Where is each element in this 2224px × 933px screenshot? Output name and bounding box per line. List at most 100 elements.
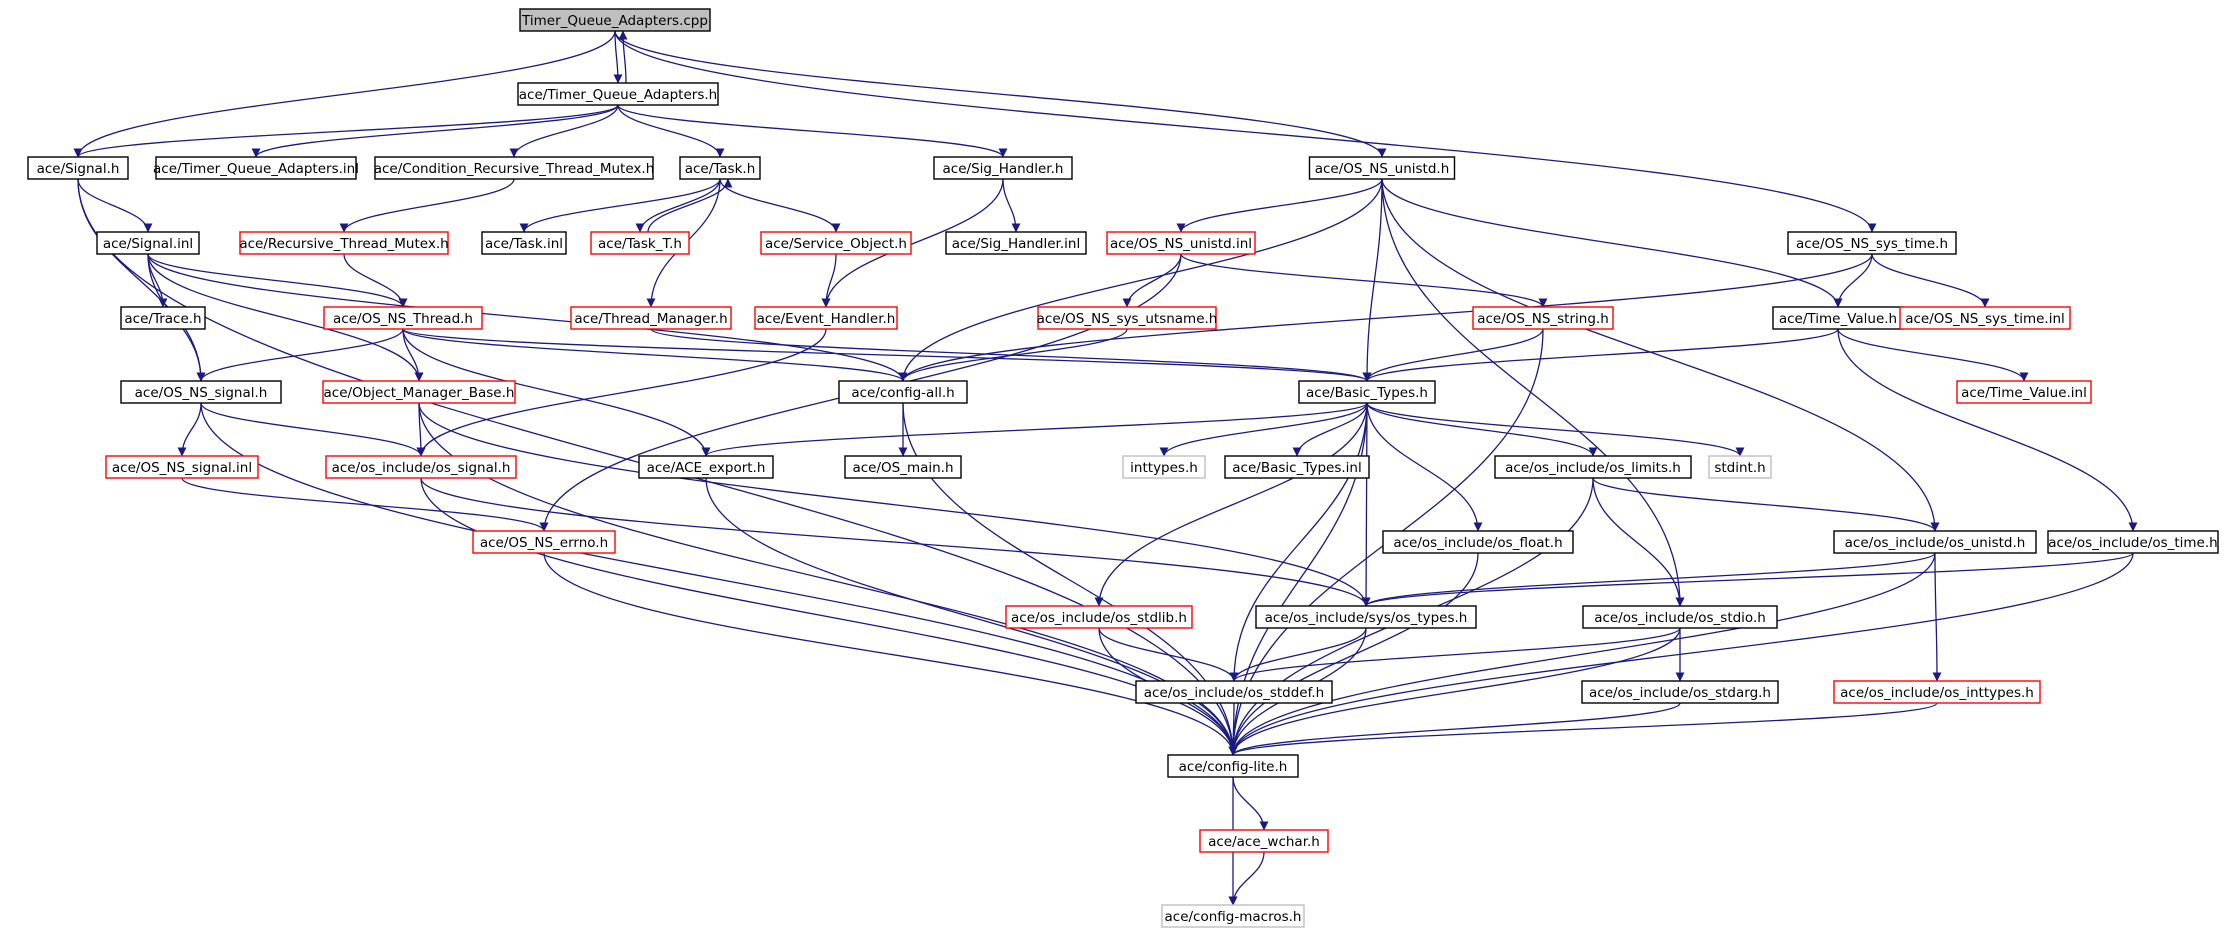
node-osnsunistd_inl[interactable]: ace/OS_NS_unistd.inl <box>1106 231 1256 255</box>
node-box-osnssystime_h[interactable] <box>1787 231 1957 255</box>
node-osstdio_h[interactable]: ace/os_include/os_stdio.h <box>1582 605 1778 629</box>
node-task_inl[interactable]: ace/Task.inl <box>481 231 567 255</box>
node-sighandler_inl[interactable]: ace/Sig_Handler.inl <box>945 231 1087 255</box>
node-box-ossignal_h[interactable] <box>325 455 517 479</box>
node-tqa_h[interactable]: ace/Timer_Queue_Adapters.h <box>517 82 719 106</box>
node-osnssysutsname_h[interactable]: ace/OS_NS_sys_utsname.h <box>1037 306 1218 330</box>
node-box-sighandler_inl[interactable] <box>945 231 1087 255</box>
node-box-ostime_h[interactable] <box>2047 530 2219 554</box>
node-acewchar_h[interactable]: ace/ace_wchar.h <box>1199 829 1329 853</box>
node-osnserrno_h[interactable]: ace/OS_NS_errno.h <box>472 530 616 554</box>
node-osnsthread_h[interactable]: ace/OS_NS_Thread.h <box>323 306 483 330</box>
node-box-rtm_h[interactable] <box>239 231 449 255</box>
node-stdint_h[interactable]: stdint.h <box>1708 455 1772 479</box>
node-box-task_t_h[interactable] <box>590 231 690 255</box>
node-box-crtm_h[interactable] <box>374 156 654 180</box>
node-oslimits_h[interactable]: ace/os_include/os_limits.h <box>1494 455 1692 479</box>
node-box-osstddef_h[interactable] <box>1135 680 1333 704</box>
node-root[interactable]: Timer_Queue_Adapters.cpp <box>519 8 711 32</box>
node-box-basictypes_inl[interactable] <box>1224 455 1370 479</box>
node-trace_h[interactable]: ace/Trace.h <box>120 306 206 330</box>
node-timevalue_inl[interactable]: ace/Time_Value.inl <box>1956 380 2092 404</box>
node-box-osnssystime_inl[interactable] <box>1899 306 2071 330</box>
node-box-inttypes_h[interactable] <box>1122 455 1206 479</box>
node-box-svcobj_h[interactable] <box>760 231 912 255</box>
node-timevalue_h[interactable]: ace/Time_Value.h <box>1772 306 1904 330</box>
node-box-osunistd_h[interactable] <box>1833 530 2037 554</box>
node-box-osnssysutsname_h[interactable] <box>1037 306 1217 330</box>
node-box-osstdio_h[interactable] <box>1582 605 1778 629</box>
node-ossignal_h[interactable]: ace/os_include/os_signal.h <box>325 455 517 479</box>
node-inttypes_h[interactable]: inttypes.h <box>1122 455 1206 479</box>
node-box-configall_h[interactable] <box>838 380 968 404</box>
node-signal_h[interactable]: ace/Signal.h <box>27 156 129 180</box>
node-box-osfloat_h[interactable] <box>1382 530 1574 554</box>
node-box-osnsthread_h[interactable] <box>323 306 483 330</box>
node-basictypes_h[interactable]: ace/Basic_Types.h <box>1298 380 1436 404</box>
node-osnssignal_inl[interactable]: ace/OS_NS_signal.inl <box>105 455 259 479</box>
node-osnssignal_h[interactable]: ace/OS_NS_signal.h <box>120 380 282 404</box>
node-rtm_h[interactable]: ace/Recursive_Thread_Mutex.h <box>239 231 449 255</box>
node-svcobj_h[interactable]: ace/Service_Object.h <box>760 231 912 255</box>
node-box-objmgrbase_h[interactable] <box>322 380 516 404</box>
node-box-osnserrno_h[interactable] <box>472 530 616 554</box>
node-basictypes_inl[interactable]: ace/Basic_Types.inl <box>1224 455 1370 479</box>
node-tqa_inl[interactable]: ace/Timer_Queue_Adapters.inl <box>153 156 359 180</box>
node-signal_inl[interactable]: ace/Signal.inl <box>96 231 200 255</box>
node-systypes_h[interactable]: ace/os_include/sys/os_types.h <box>1255 605 1477 629</box>
node-configmacros_h[interactable]: ace/config-macros.h <box>1161 904 1305 928</box>
node-box-osnsstring_h[interactable] <box>1472 306 1614 330</box>
node-box-configmacros_h[interactable] <box>1161 904 1305 928</box>
node-box-evhandler_h[interactable] <box>754 306 898 330</box>
node-box-aceexport_h[interactable] <box>638 455 774 479</box>
node-box-systypes_h[interactable] <box>1255 605 1477 629</box>
node-box-osnssignal_inl[interactable] <box>105 455 259 479</box>
node-box-osnsunistd_h[interactable] <box>1308 156 1456 180</box>
node-ostime_h[interactable]: ace/os_include/os_time.h <box>2047 530 2219 554</box>
node-label-osnssysutsname_h: ace/OS_NS_sys_utsname.h <box>1037 311 1218 327</box>
node-crtm_h[interactable]: ace/Condition_Recursive_Thread_Mutex.h <box>374 156 655 180</box>
node-box-task_h[interactable] <box>679 156 761 180</box>
node-box-timevalue_inl[interactable] <box>1956 380 2092 404</box>
node-osnssystime_inl[interactable]: ace/OS_NS_sys_time.inl <box>1899 306 2071 330</box>
node-osstddef_h[interactable]: ace/os_include/os_stddef.h <box>1135 680 1333 704</box>
node-box-osmain_h[interactable] <box>844 455 962 479</box>
node-osfloat_h[interactable]: ace/os_include/os_float.h <box>1382 530 1574 554</box>
node-configall_h[interactable]: ace/config-all.h <box>838 380 968 404</box>
node-box-osstdlib_h[interactable] <box>1005 605 1193 629</box>
node-box-osnssignal_h[interactable] <box>120 380 282 404</box>
node-task_t_h[interactable]: ace/Task_T.h <box>590 231 690 255</box>
node-box-osstdarg_h[interactable] <box>1581 680 1779 704</box>
node-configlite_h[interactable]: ace/config-lite.h <box>1167 754 1299 778</box>
node-box-signal_h[interactable] <box>27 156 129 180</box>
node-box-basictypes_h[interactable] <box>1298 380 1436 404</box>
node-box-root[interactable] <box>519 8 711 32</box>
node-osmain_h[interactable]: ace/OS_main.h <box>844 455 962 479</box>
node-osstdarg_h[interactable]: ace/os_include/os_stdarg.h <box>1581 680 1779 704</box>
node-box-osinttypes_h[interactable] <box>1833 680 2041 704</box>
node-task_h[interactable]: ace/Task.h <box>679 156 761 180</box>
node-box-acewchar_h[interactable] <box>1199 829 1329 853</box>
node-threadmgr_h[interactable]: ace/Thread_Manager.h <box>570 306 732 330</box>
node-box-tqa_inl[interactable] <box>155 156 357 180</box>
node-osnsstring_h[interactable]: ace/OS_NS_string.h <box>1472 306 1614 330</box>
node-osstdlib_h[interactable]: ace/os_include/os_stdlib.h <box>1005 605 1193 629</box>
node-osnssystime_h[interactable]: ace/OS_NS_sys_time.h <box>1787 231 1957 255</box>
node-box-task_inl[interactable] <box>481 231 567 255</box>
node-aceexport_h[interactable]: ace/ACE_export.h <box>638 455 774 479</box>
node-box-osnsunistd_inl[interactable] <box>1106 231 1256 255</box>
node-box-tqa_h[interactable] <box>517 82 719 106</box>
node-box-configlite_h[interactable] <box>1167 754 1299 778</box>
node-osnsunistd_h[interactable]: ace/OS_NS_unistd.h <box>1308 156 1456 180</box>
node-objmgrbase_h[interactable]: ace/Object_Manager_Base.h <box>322 380 516 404</box>
node-osunistd_h[interactable]: ace/os_include/os_unistd.h <box>1833 530 2037 554</box>
node-evhandler_h[interactable]: ace/Event_Handler.h <box>754 306 898 330</box>
node-sighandler_h[interactable]: ace/Sig_Handler.h <box>933 156 1073 180</box>
node-box-sighandler_h[interactable] <box>933 156 1073 180</box>
node-box-signal_inl[interactable] <box>96 231 200 255</box>
node-box-threadmgr_h[interactable] <box>570 306 732 330</box>
node-box-trace_h[interactable] <box>120 306 206 330</box>
node-box-oslimits_h[interactable] <box>1494 455 1692 479</box>
node-osinttypes_h[interactable]: ace/os_include/os_inttypes.h <box>1833 680 2041 704</box>
node-box-stdint_h[interactable] <box>1708 455 1772 479</box>
